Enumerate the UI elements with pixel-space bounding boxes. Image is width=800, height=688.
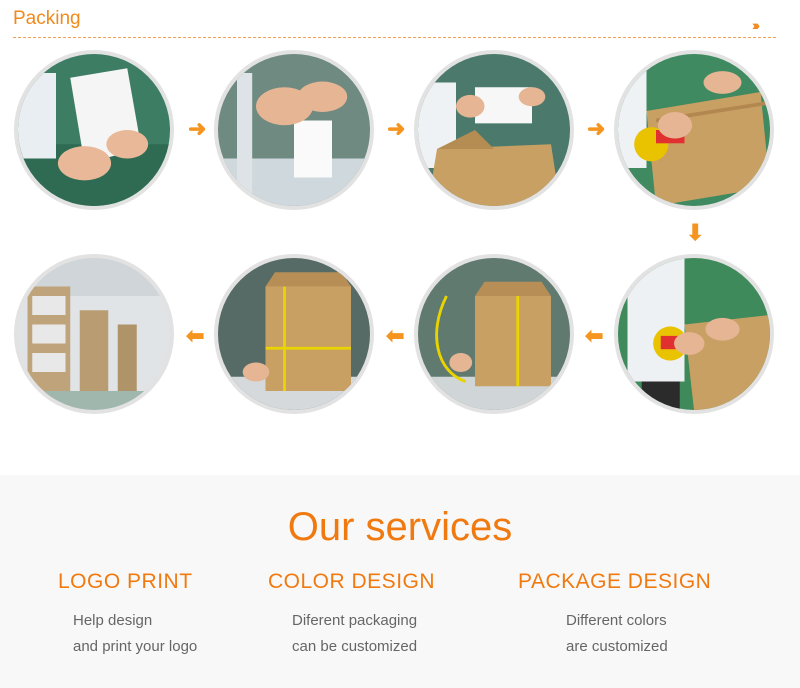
step-4-photo <box>614 50 774 210</box>
service-description: Help design and print your logo <box>73 608 308 660</box>
services-title: Our services <box>287 505 513 549</box>
section-title: Packing <box>13 8 81 29</box>
service-line: Help design <box>73 612 153 629</box>
service-color-design: COLOR DESIGN Diferent packaging can be c… <box>268 570 518 660</box>
service-line: Diferent packaging <box>292 612 418 629</box>
arrow-down-icon: ⬇ <box>686 220 705 245</box>
arrow-left-icon: ⬅ <box>585 323 604 348</box>
step-6-photo <box>414 254 574 414</box>
packing-steps: ➜ ➜ ➜ <box>0 42 800 462</box>
service-logo-print: LOGO PRINT Help design and print your lo… <box>58 570 308 660</box>
arrow-right-icon: ➜ <box>188 116 207 141</box>
service-line: can be customized <box>292 638 418 655</box>
more-chevrons-icon[interactable]: ››› <box>752 17 760 33</box>
header-divider <box>13 37 776 38</box>
arrow-left-icon: ⬅ <box>186 323 205 348</box>
arrow-right-icon: ➜ <box>587 116 606 141</box>
service-package-design: PACKAGE DESIGN Different colors are cust… <box>518 570 768 660</box>
step-8-photo <box>14 254 174 414</box>
step-2-photo <box>214 50 374 210</box>
section-header: Packing ››› <box>0 0 800 42</box>
arrow-right-icon: ➜ <box>387 116 406 141</box>
services-section: Our services LOGO PRINT Help design and … <box>0 475 800 688</box>
service-line: and print your logo <box>73 638 198 655</box>
service-heading: PACKAGE DESIGN <box>518 570 712 593</box>
step-1-photo <box>14 50 174 210</box>
step-5-photo <box>614 254 774 414</box>
service-line: are customized <box>566 638 668 655</box>
service-heading: COLOR DESIGN <box>268 570 436 593</box>
service-description: Different colors are customized <box>566 608 768 660</box>
service-description: Diferent packaging can be customized <box>292 608 518 660</box>
step-7-photo <box>214 254 374 414</box>
arrow-left-icon: ⬅ <box>386 323 405 348</box>
service-heading: LOGO PRINT <box>58 570 193 593</box>
service-line: Different colors <box>566 612 667 629</box>
step-3-photo <box>414 50 574 210</box>
